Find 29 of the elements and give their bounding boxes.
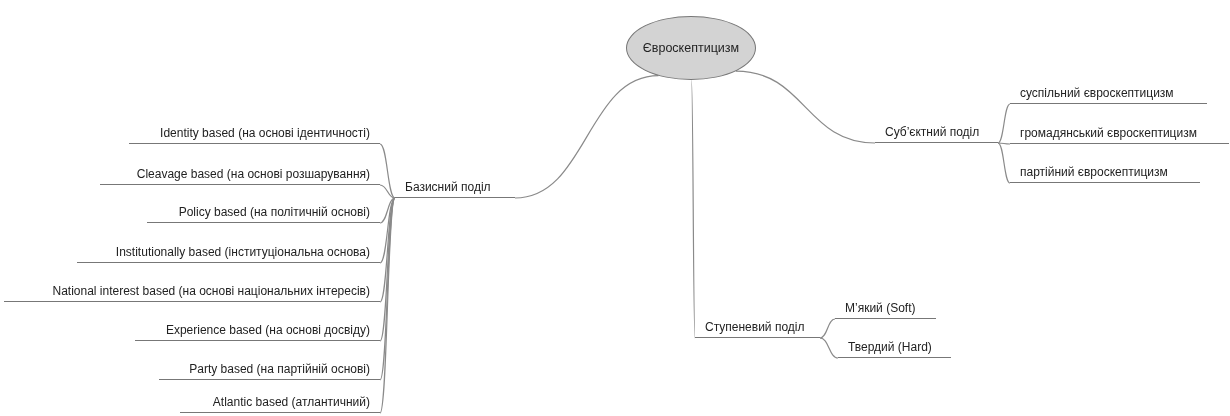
branch-connector [379, 197, 396, 414]
branch-connector [819, 318, 836, 339]
branch-connector [379, 197, 396, 303]
branch-topic: партійний євроскептицизм [1010, 163, 1200, 183]
branch-topic: Party based (на партійній основі) [159, 360, 380, 380]
branch-topic: Identity based (на основі ідентичності) [129, 124, 380, 144]
branch-connector [379, 143, 396, 199]
branch-topic: Cleavage based (на основі розшарування) [100, 165, 380, 185]
branch-topic: Institutionally based (інституціональна основа) [77, 243, 380, 263]
branch-connector [379, 197, 396, 224]
branch-topic: суспільний євроскептицизм [1010, 84, 1207, 104]
branch-topic: М’який (Soft) [835, 299, 936, 319]
branch-topic: Твердий (Hard) [838, 338, 951, 358]
branch-topic: Experience based (на основі досвіду) [135, 321, 380, 341]
branch-connector [819, 337, 839, 359]
branch-connector [997, 142, 1011, 184]
branch-connector [379, 197, 396, 264]
branch-connector [997, 103, 1011, 144]
branch-topic: Базисний поділ [395, 178, 515, 198]
branch-topic: National interest based (на основі національних інтересів) [4, 282, 380, 302]
branch-topic: Policy based (на політичній основі) [147, 203, 380, 223]
branch-connector [997, 142, 1011, 145]
branch-connector [379, 184, 396, 199]
branch-topic: Ступеневий поділ [695, 318, 820, 338]
branch-topic: Суб’єктний поділ [875, 123, 998, 143]
topic-label: Євроскептицизм [642, 41, 740, 55]
branch-topic: громадянський євроскептицизм [1010, 124, 1229, 144]
branch-connector [735, 70, 876, 144]
branch-topic: Atlantic based (атлантичний) [180, 393, 380, 413]
